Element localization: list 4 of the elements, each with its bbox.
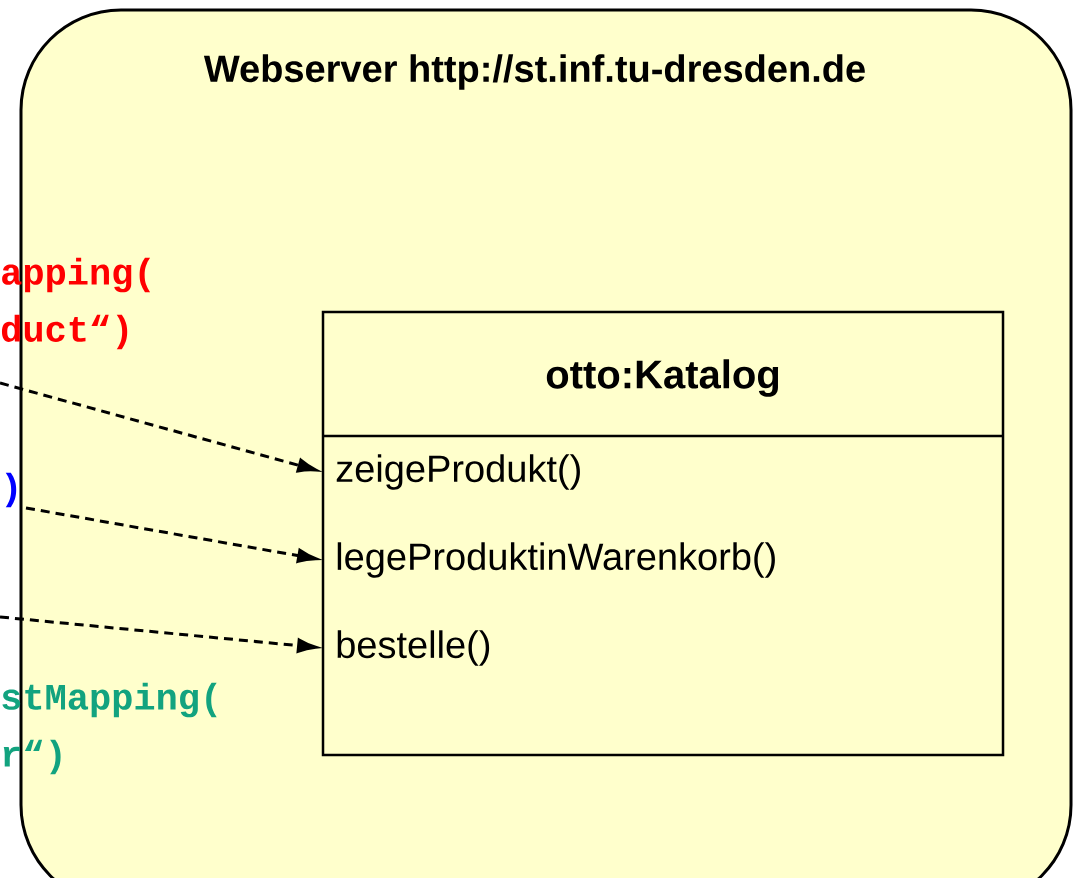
- annotation-text: ): [5, 472, 17, 508]
- operation-text: zeigeProdukt(): [336, 454, 580, 490]
- operation-text: legeProduktinWarenkorb(): [337, 542, 775, 578]
- operation-text: bestelle(): [337, 630, 490, 666]
